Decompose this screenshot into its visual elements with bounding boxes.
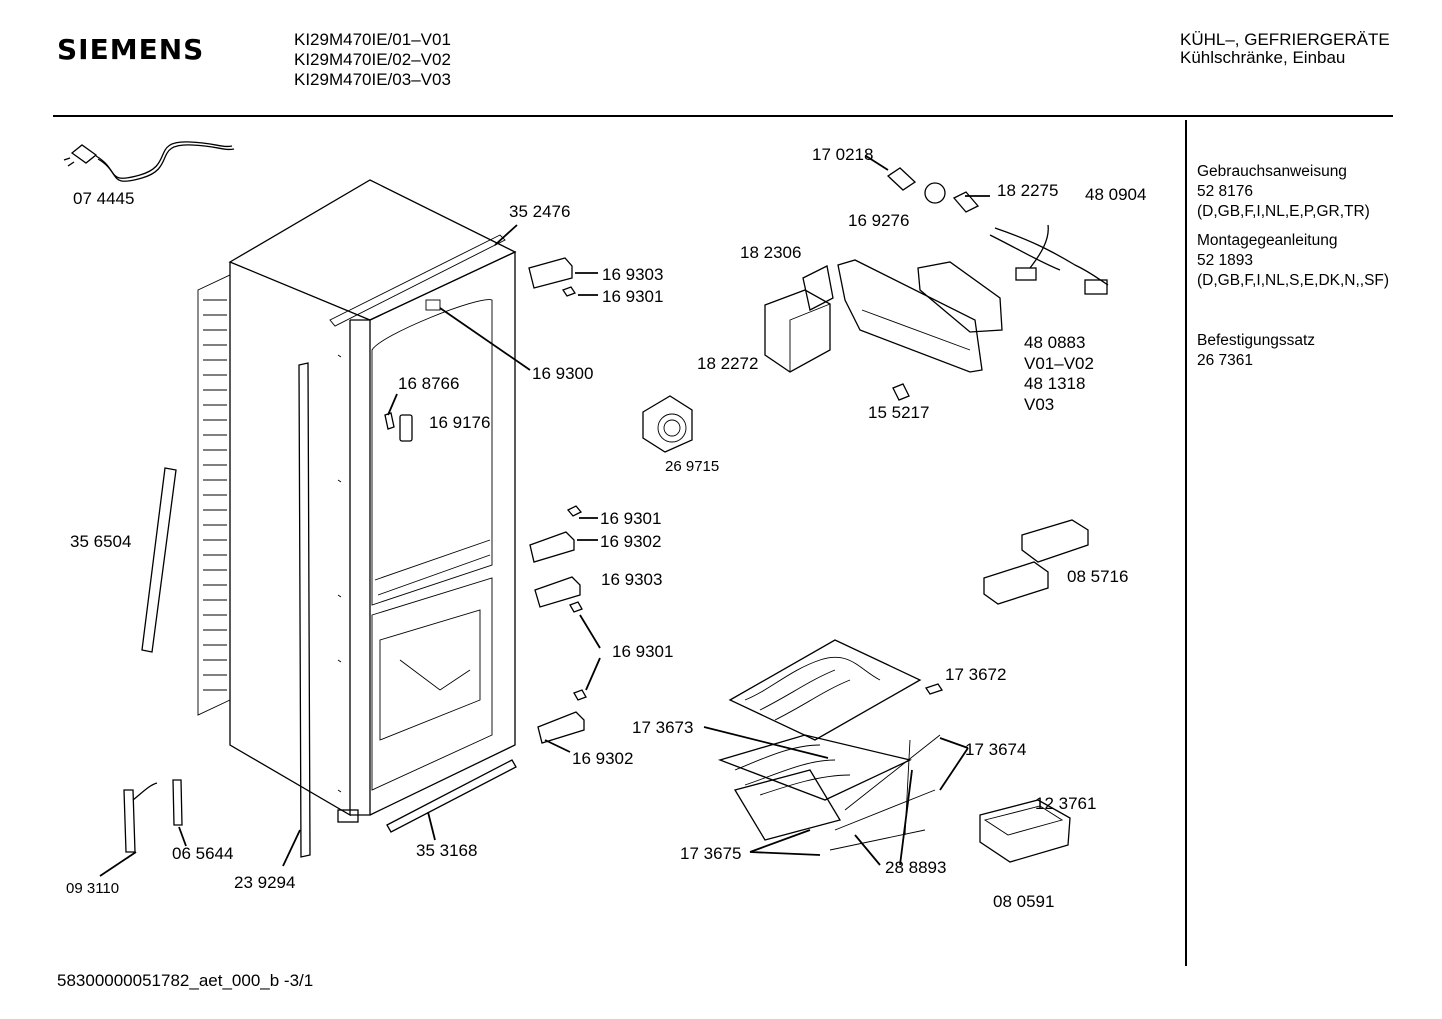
- model-number: KI29M470IE/01–V01: [294, 30, 451, 49]
- category-block: KÜHL–, GEFRIERGERÄTE Kühlschränke, Einba…: [1180, 30, 1390, 68]
- hinge-bracket-icon: [528, 257, 587, 744]
- sidebar-doc-fixing-kit: Befestigungssatz 26 7361: [1197, 331, 1315, 371]
- doc-languages: (D,GB,F,I,NL,S,E,DK,N,,SF): [1197, 272, 1390, 289]
- part-label: 16 9303: [602, 265, 664, 284]
- part-label: 16 9302: [600, 532, 662, 551]
- category-subtitle: Kühlschränke, Einbau: [1180, 48, 1346, 67]
- part-label: 16 9302: [572, 749, 634, 768]
- sensor-sleeve-icon: [172, 779, 183, 826]
- part-label: 08 5716: [1067, 567, 1129, 586]
- power-cable-icon: [63, 141, 235, 182]
- part-label: 17 3674: [965, 740, 1027, 759]
- bulb-socket-icon: [924, 182, 946, 204]
- part-label: 48 0883: [1024, 333, 1086, 352]
- part-label: 26 9715: [665, 458, 720, 475]
- part-label: 35 3168: [416, 841, 478, 860]
- part-label: 23 9294: [234, 873, 296, 892]
- category-title: KÜHL–, GEFRIERGERÄTE: [1180, 30, 1390, 49]
- trim-strip-icon: [298, 362, 311, 858]
- part-label: 16 9301: [602, 287, 664, 306]
- ice-tray-icon: [983, 519, 1089, 605]
- fridge-cabinet-icon: [197, 179, 517, 823]
- part-label: 16 9301: [612, 642, 674, 661]
- clip-icon: [892, 383, 910, 401]
- doc-number: 52 8176: [1197, 183, 1254, 200]
- switch-icon: [384, 412, 395, 430]
- wiring-harness-icon: [994, 227, 1109, 286]
- doc-title: Gebrauchsanweisung: [1197, 163, 1347, 180]
- part-label: 16 9176: [429, 413, 491, 432]
- part-label: 48 0904: [1085, 185, 1147, 204]
- part-label: 08 0591: [993, 892, 1055, 911]
- model-number: KI29M470IE/02–V02: [294, 50, 451, 69]
- part-label: 16 9301: [600, 509, 662, 528]
- doc-languages: (D,GB,F,I,NL,E,P,GR,TR): [1197, 203, 1370, 220]
- part-label: 16 8766: [398, 374, 460, 393]
- doc-number: 26 7361: [1197, 352, 1254, 369]
- brand-logo: SIEMENS: [57, 33, 205, 66]
- part-label: 16 9276: [848, 211, 910, 230]
- part-label: 48 1318: [1024, 374, 1086, 393]
- part-label: 17 3672: [945, 665, 1007, 684]
- document-id: 58300000051782_aet_000_b -3/1: [57, 971, 314, 990]
- seal-strip-icon: [141, 467, 177, 653]
- ice-box-icon: [979, 799, 1071, 863]
- part-label: 17 3673: [632, 718, 694, 737]
- lamp-holder-icon: [952, 191, 980, 213]
- part-label: 35 6504: [70, 532, 132, 551]
- part-label: V01–V02: [1024, 354, 1094, 373]
- doc-title: Befestigungssatz: [1197, 332, 1316, 349]
- part-label: 09 3110: [66, 880, 120, 897]
- part-label: V03: [1024, 395, 1055, 414]
- control-housing-icon: [764, 167, 1003, 401]
- fan-icon: [642, 395, 693, 453]
- bulb-icon: [886, 167, 917, 191]
- leader-lines: [99, 155, 990, 877]
- part-label: 18 2306: [740, 243, 802, 262]
- part-label: 16 9300: [532, 364, 594, 383]
- part-label: 17 3675: [680, 844, 742, 863]
- part-label: 07 4445: [73, 189, 135, 208]
- part-label: 12 3761: [1035, 794, 1097, 813]
- part-label: 18 2275: [997, 181, 1059, 200]
- doc-number: 52 1893: [1197, 252, 1254, 269]
- doc-title: Montagegeanleitung: [1197, 232, 1338, 249]
- part-label: 15 5217: [868, 403, 930, 422]
- part-label: 16 9303: [601, 570, 663, 589]
- sidebar-doc-installation: Montagegeanleitung 52 1893 (D,GB,F,I,NL,…: [1197, 231, 1389, 291]
- part-label: 28 8893: [885, 858, 947, 877]
- bottom-strip-icon: [386, 759, 517, 833]
- part-label: 06 5644: [172, 844, 234, 863]
- sidebar-doc-manual: Gebrauchsanweisung 52 8176 (D,GB,F,I,NL,…: [1197, 162, 1370, 222]
- model-number: KI29M470IE/03–V03: [294, 70, 451, 89]
- part-label: 35 2476: [509, 202, 571, 221]
- drain-clip-icon: [924, 683, 944, 695]
- part-label: 18 2272: [697, 354, 759, 373]
- model-list: KI29M470IE/01–V01 KI29M470IE/02–V02 KI29…: [294, 30, 451, 90]
- part-label: 17 0218: [812, 145, 874, 164]
- evaporator-icon: [717, 639, 941, 851]
- lamp-cover-icon: [399, 414, 413, 442]
